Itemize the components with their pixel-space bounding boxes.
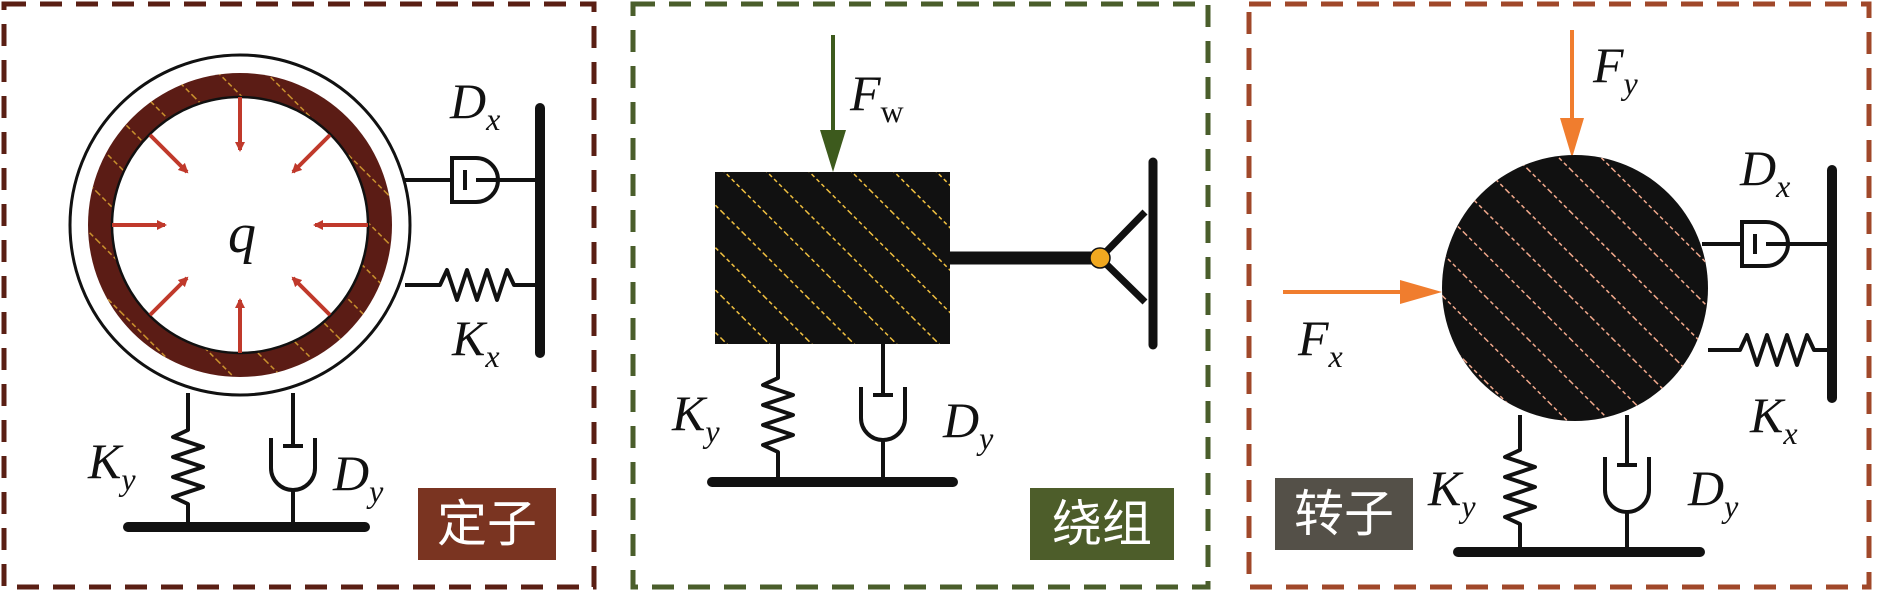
stator-panel-border (1, 1, 597, 590)
winding-force-label: Fw (849, 65, 904, 129)
stator-damper-y (269, 393, 317, 522)
rotor-ky-label: Ky (1427, 460, 1476, 524)
rotor-dx-label: Dx (1739, 140, 1790, 204)
stator-pressure-arrows (112, 97, 368, 353)
stator-ring-outer-edge (68, 53, 412, 397)
winding-damper-y (859, 344, 907, 478)
rotor-spring-x (1708, 333, 1832, 367)
rotor-badge (1275, 478, 1413, 550)
winding-force-arrowhead (820, 130, 846, 172)
winding-panel-border (630, 1, 1211, 590)
winding-badge-text: 绕组 (1052, 495, 1152, 553)
rotor-spring-y (1503, 415, 1537, 548)
stator-panel: q Dx Kx Ky Dy 定子 (1, 1, 597, 590)
stator-spring-y (171, 393, 205, 522)
winding-badge (1030, 488, 1174, 560)
stator-pressure-label: q (228, 203, 256, 265)
rotor-panel: Fy Fx Dx Kx Ky Dy (1246, 1, 1872, 590)
rotor-damper-y (1603, 415, 1651, 548)
rotor-dy-label: Dy (1687, 460, 1739, 524)
rotor-force-x-label: Fx (1297, 310, 1343, 374)
stator-badge-text: 定子 (437, 495, 537, 553)
stator-ky-label: Ky (87, 433, 136, 497)
winding-ky-label: Ky (671, 385, 720, 449)
rotor-badge-text: 转子 (1294, 485, 1394, 543)
rotor-kx-label: Kx (1749, 387, 1798, 451)
rotor-force-y-arrowhead (1560, 118, 1584, 158)
winding-pivot-joint (1089, 247, 1111, 269)
stator-damper-x (405, 156, 540, 204)
winding-panel: Fw Ky Dy 绕组 (630, 1, 1211, 590)
rotor-force-y-label: Fy (1592, 37, 1639, 101)
winding-spring-y (761, 344, 795, 478)
stator-dx-label: Dx (449, 73, 500, 137)
stator-spring-x (405, 268, 540, 302)
stator-badge (418, 488, 556, 560)
stator-dy-label: Dy (332, 445, 384, 509)
winding-block-hatch (715, 172, 950, 344)
stator-kx-label: Kx (451, 310, 500, 374)
rotor-panel-border (1246, 1, 1872, 590)
rotor-disc-hatch (1442, 155, 1708, 421)
rotor-damper-x (1702, 220, 1832, 268)
winding-dy-label: Dy (942, 392, 994, 456)
rotor-force-x-arrowhead (1400, 280, 1442, 304)
